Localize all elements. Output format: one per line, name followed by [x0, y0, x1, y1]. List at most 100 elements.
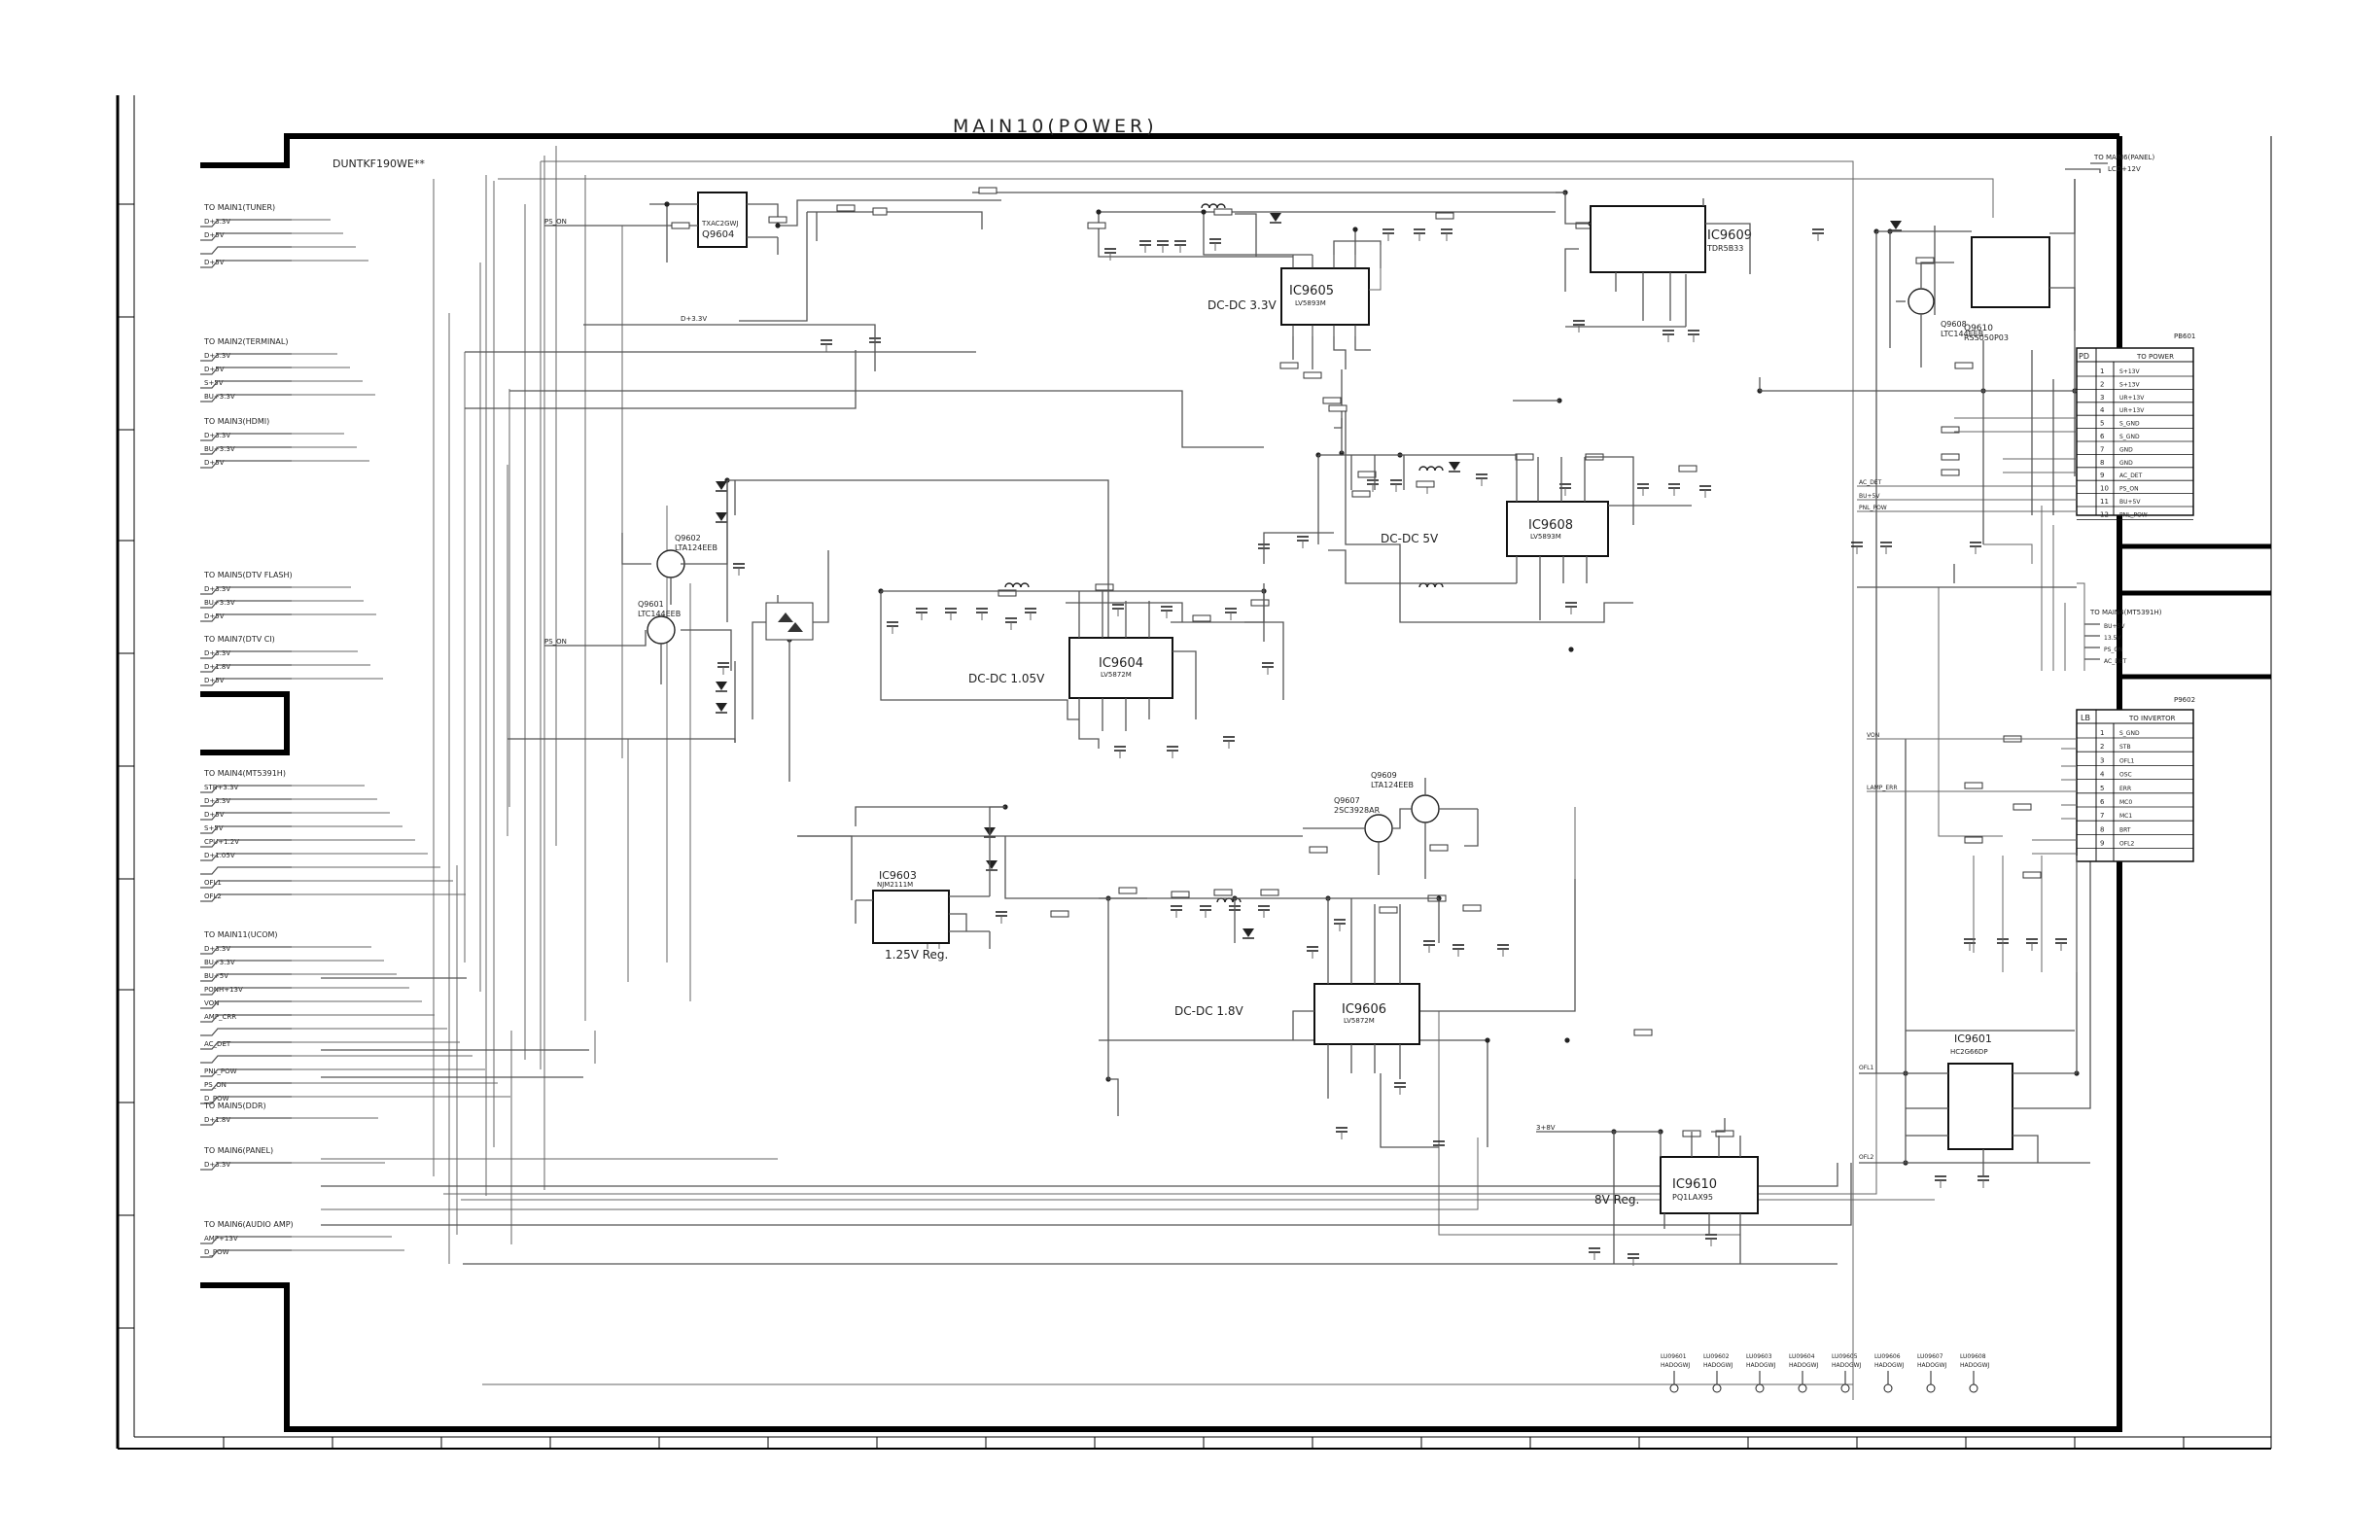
- signal-wire: [200, 232, 292, 241]
- resistor: [1941, 426, 1960, 434]
- signal-wire: [200, 973, 292, 982]
- connector-pin-number: 7: [2100, 445, 2104, 453]
- connector-pin-number: 2: [2100, 743, 2104, 751]
- left-signal-label: D+3.3V: [204, 585, 230, 593]
- ic9608-ref: IC9608: [1528, 518, 1573, 533]
- left-signal-label: S+5V: [204, 379, 224, 387]
- connector-pin-number: 4: [2100, 406, 2105, 414]
- left-group-title: TO MAIN6(AUDIO AMP): [203, 1220, 294, 1229]
- connector-wires: TO MAIN4(MT5391H) BU+5V 13.5V PS_ON AC_D…: [1759, 340, 2162, 972]
- connector-pin-number: 11: [2100, 498, 2109, 506]
- resistor: [1322, 397, 1342, 404]
- ic9603-label: 1.25V Reg.: [885, 948, 948, 962]
- bottom-part-value: HADOGWJ: [1960, 1362, 1990, 1369]
- signal-wire: [200, 586, 292, 595]
- resistor: [1678, 465, 1698, 472]
- inductor-coil: [1201, 203, 1210, 209]
- pwr-left-acdet: AC_DET: [1859, 479, 1882, 486]
- resistor: [1260, 889, 1279, 896]
- connector-pin-label: GND: [2119, 446, 2133, 453]
- connector-pin-label: PS_ON: [2119, 486, 2139, 493]
- resistor: [1462, 904, 1482, 912]
- resistor: [1171, 891, 1190, 898]
- resistor: [1250, 599, 1270, 607]
- signal-wire: [200, 1068, 292, 1077]
- resistor: [1954, 362, 1974, 369]
- signal-wire: [200, 1236, 292, 1244]
- resistor: [768, 216, 788, 224]
- resistor: [1118, 887, 1138, 894]
- inverter-conn-part: P9602: [2174, 696, 2195, 704]
- ic9601-ref: IC9601: [1954, 1032, 1992, 1045]
- ic9603-block: IC9603 NJM2111M 1.25V Reg.: [797, 806, 1147, 962]
- signal-wire: [200, 678, 292, 686]
- connector-pin-label: MC0: [2119, 799, 2132, 806]
- q9610-ref: Q9610: [1964, 324, 1993, 333]
- bottom-part-pad: [1926, 1383, 1936, 1393]
- to-mt5391h-label: TO MAIN4(MT5391H): [2089, 609, 2162, 616]
- rail-8v-label: 3+8V: [1536, 1124, 1556, 1132]
- resistor: [1087, 222, 1106, 229]
- ic9605-label: DC-DC 3.3V: [1208, 298, 1277, 312]
- signal-wire: [200, 798, 292, 807]
- signal-wire: [200, 380, 292, 389]
- junction-dot: [1485, 1037, 1490, 1043]
- connector-pin-label: OFL1: [2119, 757, 2135, 764]
- q9607-ref: Q9607: [1334, 796, 1360, 805]
- left-signal-label: D+1.8V: [204, 1116, 230, 1124]
- power-conn-header-left: PD: [2079, 352, 2089, 361]
- left-signal-label: S+5V: [204, 824, 224, 832]
- bottom-part-ref: LU09605: [1832, 1353, 1858, 1360]
- resistor: [1435, 212, 1454, 220]
- bus-label: D+3.3V: [681, 315, 707, 323]
- signal-wire: [200, 1055, 292, 1064]
- resistor: [998, 589, 1017, 597]
- ic9605-ref: IC9605: [1289, 284, 1334, 298]
- resistor: [671, 222, 690, 229]
- left-group-title: TO MAIN6(PANEL): [203, 1146, 273, 1155]
- connector-pin-number: 9: [2100, 840, 2104, 848]
- resistor: [1633, 1029, 1653, 1036]
- inductor-coil: [1434, 466, 1444, 472]
- left-signal-label: OFL2: [204, 892, 222, 900]
- signal-wire: [200, 1028, 292, 1036]
- resistor: [1515, 453, 1534, 461]
- junction-dot: [664, 201, 670, 207]
- q9604-ref: Q9604: [702, 229, 734, 240]
- signal-wire: [200, 353, 292, 362]
- signal-wire: [200, 1096, 292, 1104]
- inductor-coil: [1426, 466, 1436, 472]
- signal-wire: [200, 433, 292, 441]
- left-signal-label: AC_DET: [204, 1040, 231, 1048]
- signal-wire: [200, 460, 292, 469]
- q9602-q9601-block: Q9602 LTA124EEB Q9601 LTC144EEB PS_ON: [508, 479, 1109, 743]
- connector-pin-number: 2: [2100, 380, 2104, 388]
- signal-wire: [200, 839, 292, 848]
- q9608-ref: Q9608: [1941, 320, 1967, 329]
- diode-bridge: [752, 550, 829, 782]
- signal-wire: [200, 946, 292, 955]
- resistor: [2022, 871, 2042, 879]
- ic9604-part: LV5872M: [1101, 671, 1132, 679]
- connector-pin-label: S_GND: [2119, 730, 2140, 737]
- diode: [1890, 221, 1902, 229]
- signal-wire: [200, 219, 292, 228]
- signal-wire: [200, 812, 292, 821]
- inductor-coil: [1216, 203, 1226, 209]
- ic9606-block: IC9606 LV5872M DC-DC 1.8V: [1099, 897, 1440, 1148]
- resistor: [1416, 480, 1435, 488]
- connector-pin-number: 6: [2100, 798, 2105, 806]
- q9602-part: LTA124EEB: [675, 543, 718, 552]
- left-signal-label: BU+3.3V: [204, 445, 235, 453]
- left-signal-label: OFL1: [204, 879, 222, 887]
- resistor: [1328, 404, 1348, 412]
- connector-pin-number: 7: [2100, 812, 2104, 820]
- left-bus-wires: [433, 146, 691, 1264]
- ps-on-label-mid: PS_ON: [544, 638, 567, 646]
- resistor: [1429, 844, 1449, 852]
- left-signal-label: BU+3.3V: [204, 393, 235, 401]
- signal-wire: [200, 1000, 292, 1009]
- bottom-part-pad: [1712, 1383, 1722, 1393]
- bottom-part-ref: LU09602: [1703, 1353, 1730, 1360]
